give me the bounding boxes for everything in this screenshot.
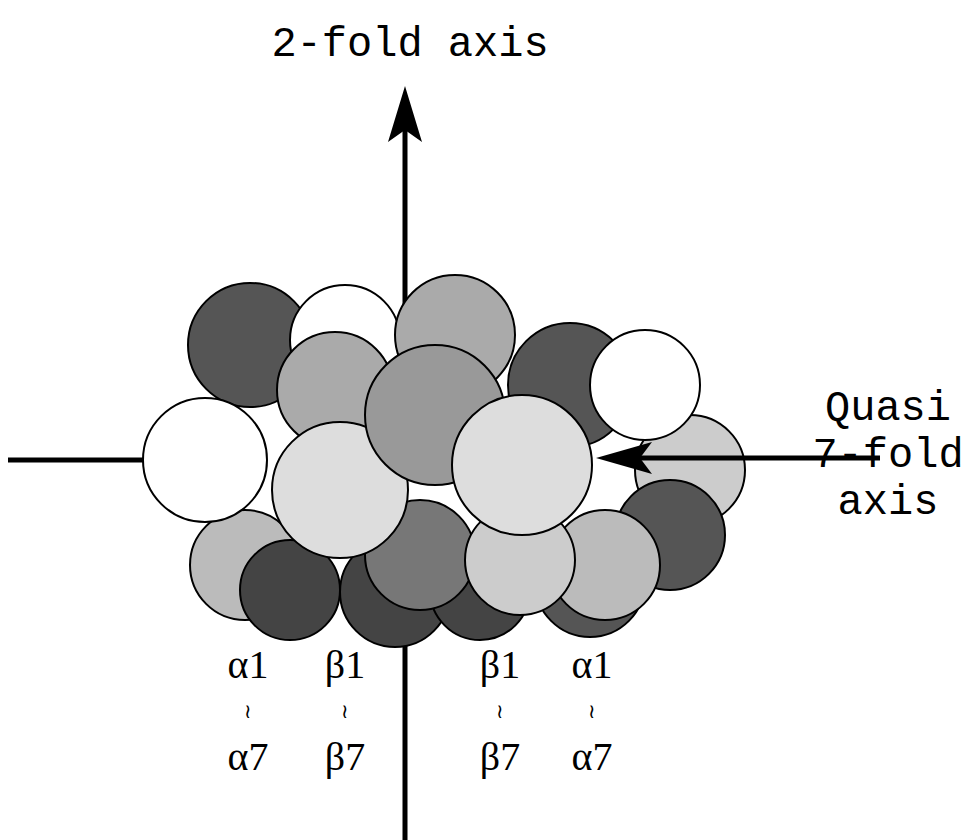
subunit-sphere (590, 330, 700, 440)
subunit-label: β1 (325, 645, 365, 685)
subunit-spheres (143, 275, 745, 647)
subunit-label: β7 (325, 737, 365, 777)
axis-label: 2-fold axis (271, 24, 548, 66)
seven-fold-axis-line (8, 458, 160, 463)
axis-label: Quasi 7-fold axis (812, 386, 964, 527)
subunit-sphere (452, 395, 592, 535)
subunit-label: α7 (572, 737, 613, 777)
range-symbol: ≀ (496, 701, 504, 721)
axis-arrowhead (596, 442, 652, 474)
axis-arrowhead (388, 86, 422, 142)
subunit-label: α7 (228, 737, 269, 777)
range-symbol: ≀ (244, 701, 252, 721)
subunit-label: β7 (480, 737, 520, 777)
subunit-label: α1 (572, 645, 613, 685)
axes (8, 86, 422, 840)
range-symbol: ≀ (588, 701, 596, 721)
subunit-label: β1 (480, 645, 520, 685)
subunit-label: α1 (228, 645, 269, 685)
subunit-sphere (143, 398, 267, 522)
range-symbol: ≀ (341, 701, 349, 721)
